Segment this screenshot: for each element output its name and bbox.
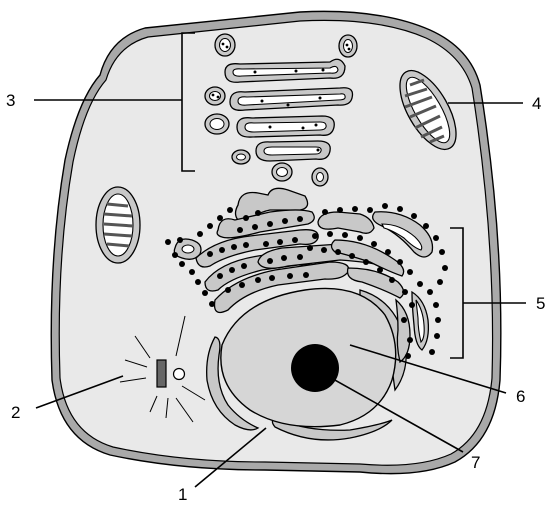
golgi-vesicle xyxy=(232,150,250,164)
mitochondrion xyxy=(96,187,140,263)
golgi-vesicle xyxy=(215,34,235,56)
golgi-vesicle xyxy=(339,35,357,57)
label-3: 3 xyxy=(6,91,15,110)
golgi-vesicle xyxy=(205,114,229,134)
centriole-ring xyxy=(174,369,185,380)
nucleolus xyxy=(291,344,339,392)
golgi-vesicle xyxy=(312,168,328,186)
label-1: 1 xyxy=(178,485,187,504)
label-7: 7 xyxy=(471,453,480,472)
label-2: 2 xyxy=(11,403,20,422)
golgi-vesicle xyxy=(205,87,225,105)
label-5: 5 xyxy=(536,294,545,313)
golgi-cisterna xyxy=(237,116,334,137)
label-4: 4 xyxy=(532,94,541,113)
golgi-cisterna xyxy=(256,141,330,161)
golgi-vesicle xyxy=(272,163,292,181)
centriole-rod xyxy=(157,360,166,387)
label-6: 6 xyxy=(516,387,525,406)
